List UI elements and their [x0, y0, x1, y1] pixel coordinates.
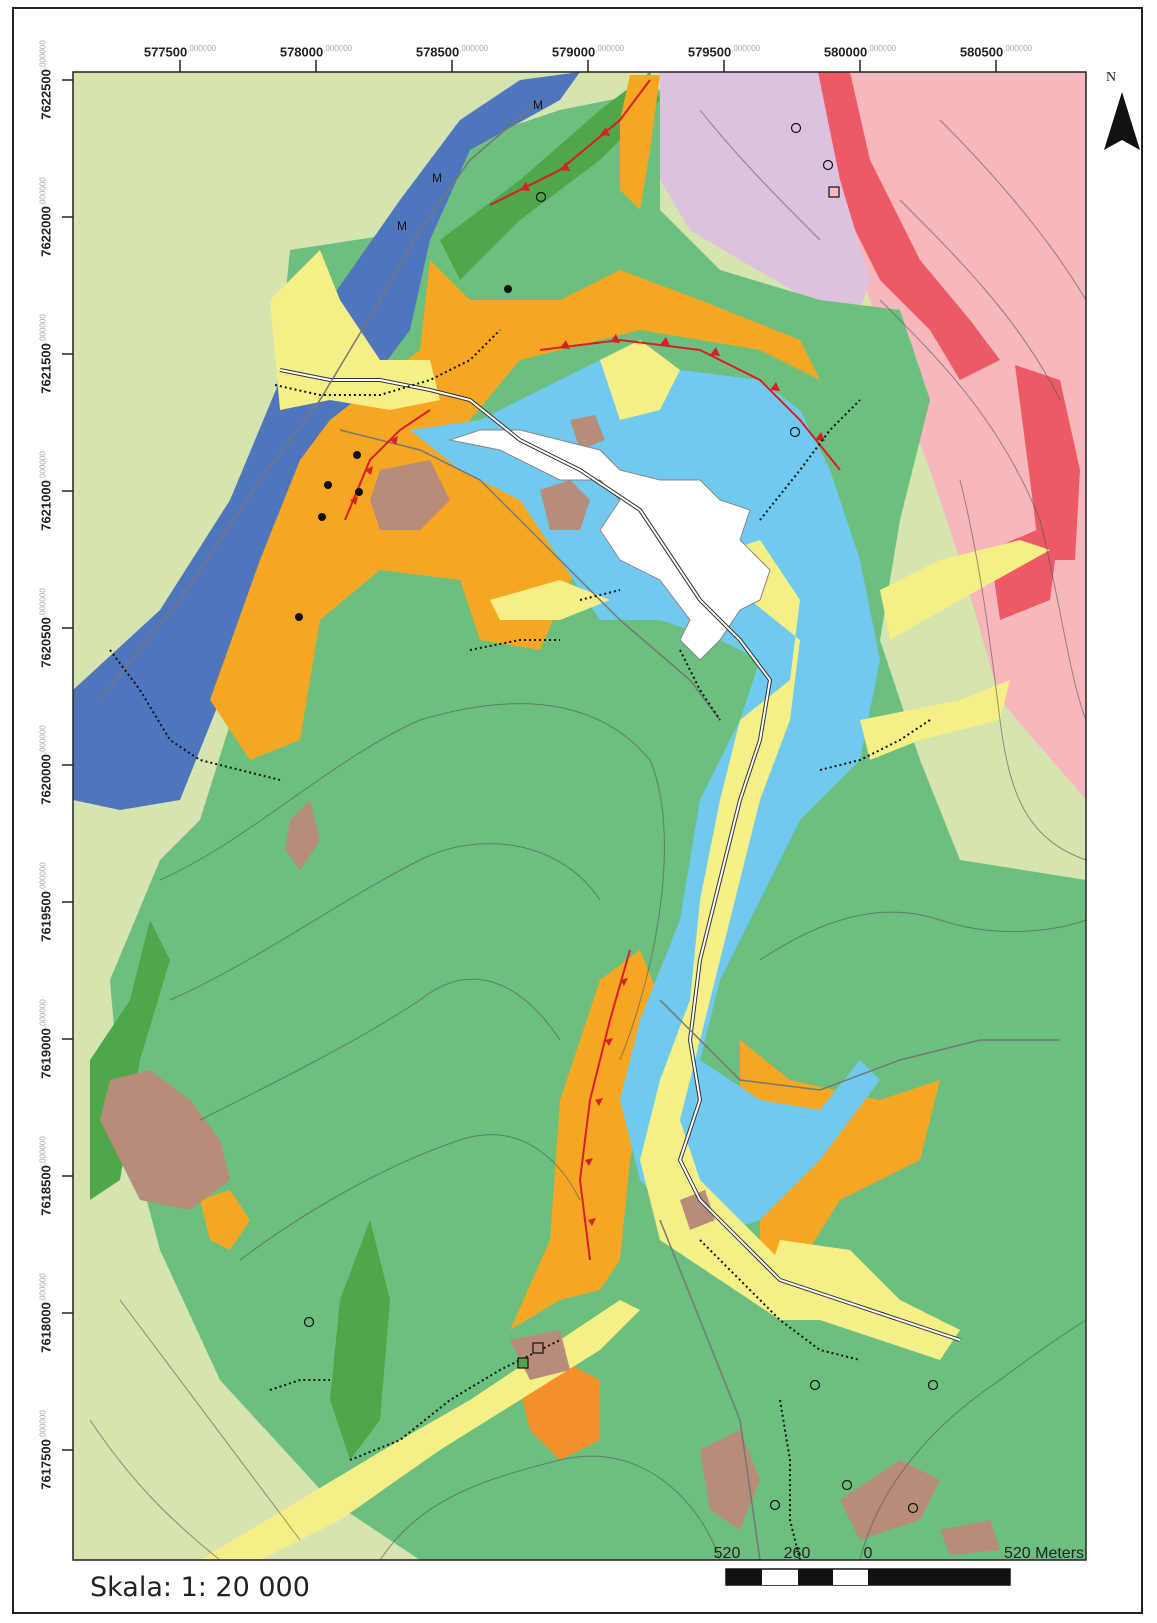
thrust-fault-arc	[539, 338, 841, 471]
yellow-unit-gully-e	[880, 540, 1050, 640]
contour-lines	[89, 109, 1086, 1560]
marker-m-1: M	[533, 98, 543, 112]
road-se	[659, 999, 1060, 1091]
scalebar-label-520-meters: 520 Meters	[1003, 1545, 1085, 1562]
square-marker-1	[828, 186, 840, 198]
lake	[448, 429, 771, 661]
orange-unit-small	[200, 1190, 250, 1250]
road-central	[339, 429, 721, 721]
scalebar	[725, 1568, 1011, 1586]
lavender-unit	[660, 72, 870, 310]
north-arrow-icon	[1104, 92, 1140, 150]
yellow-unit-patch-n2	[600, 340, 680, 420]
scalebar-label-0: 0	[863, 1545, 873, 1562]
red-unit-band-1	[818, 72, 1000, 380]
x-tick-578000: 578000,000000	[279, 44, 353, 60]
road-s	[659, 1219, 761, 1560]
square-marker-2	[532, 1342, 544, 1354]
square-marker-3	[517, 1357, 529, 1369]
x-tick-579000: 579000,000000	[551, 44, 625, 60]
scalebar-label-520-left: 520	[713, 1545, 741, 1562]
axis-tick-marks	[62, 60, 997, 1451]
north-label: N	[1105, 70, 1117, 85]
road-nw	[99, 99, 541, 701]
thrust-teeth	[350, 127, 825, 1226]
yellow-unit-patch-n	[490, 580, 610, 620]
x-tick-580500: 580500,000000	[959, 44, 1033, 60]
x-tick-580000: 580000,000000	[823, 44, 897, 60]
thrust-fault-south	[578, 949, 631, 1261]
yellow-unit-valley	[640, 540, 920, 1340]
brown-unit-8	[840, 1460, 940, 1540]
river-inner	[279, 369, 961, 1341]
bright-green-strip-3	[330, 1220, 390, 1460]
yellow-unit-gully-e2	[860, 680, 1010, 760]
scarp-lines	[109, 329, 931, 1560]
x-tick-579500: 579500,000000	[687, 44, 761, 60]
brown-unit-9	[680, 1190, 715, 1230]
red-unit-band-2	[1015, 365, 1080, 560]
brown-unit-2	[540, 480, 590, 530]
brown-unit-5	[285, 800, 320, 870]
marker-m-3: M	[397, 219, 407, 233]
orange-unit-south-east	[740, 1040, 940, 1290]
x-tick-578500: 578500,000000	[415, 44, 489, 60]
brown-unit-3	[570, 415, 605, 450]
yellow-unit-se	[760, 1240, 960, 1360]
marker-m-2: M	[432, 171, 442, 185]
map-border	[72, 71, 1087, 1561]
orange-unit-north	[210, 260, 820, 760]
orange-unit-top	[620, 75, 660, 210]
x-tick-577500: 577500,000000	[143, 44, 217, 60]
brown-unit-4	[100, 1070, 230, 1210]
scale-ratio-text: Skala: 1: 20 000	[90, 1572, 310, 1603]
scalebar-label-260: 260	[783, 1545, 811, 1562]
brown-unit-1	[370, 460, 450, 530]
site-markers	[295, 285, 512, 621]
yellow-unit-nw	[270, 250, 440, 410]
geology-layers	[73, 72, 1086, 1560]
pentagon-markers	[303, 122, 939, 1514]
brown-unit-10	[940, 1520, 1000, 1555]
